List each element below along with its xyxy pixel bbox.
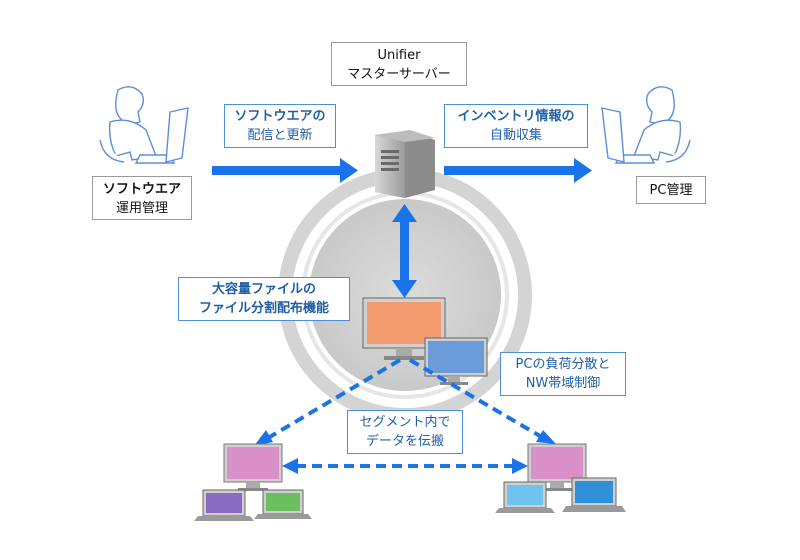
admin-label-line1: ソフトウエア [102, 182, 181, 197]
dashed-arrow-right [408, 358, 556, 444]
inventory-arrow [444, 158, 592, 183]
monitor-icon [527, 443, 587, 491]
distribution-label-line2: 配信と更新 [247, 128, 313, 143]
server-pc-arrow [392, 204, 417, 298]
monitor-icon [223, 443, 283, 491]
inventory-label-line1: インベントリ情報の [457, 109, 575, 124]
admin-label-line2: 運用管理 [115, 201, 168, 216]
server-label-line1: Unifier [377, 48, 421, 63]
inventory-label: インベントリ情報の 自動収集 [444, 104, 588, 148]
distribution-label: ソフトウエアの 配信と更新 [224, 104, 336, 148]
inventory-label-line2: 自動収集 [489, 128, 542, 143]
distribution-arrow [212, 158, 358, 183]
server-label-line2: マスターサーバー [347, 67, 451, 82]
dashed-arrow-left [254, 358, 402, 446]
admin-label: ソフトウエア 運用管理 [92, 176, 192, 220]
large-file-label: 大容量ファイルの ファイル分割配布機能 [178, 277, 350, 321]
load-balance-label: PCの負荷分散と NW帯域制御 [500, 352, 626, 396]
load-balance-label-line1: PCの負荷分散と [515, 357, 611, 372]
pc-admin-label-text: PC管理 [649, 183, 693, 198]
segment-label-line2: データを伝搬 [365, 434, 444, 449]
dashed-arrow-horizontal [282, 458, 528, 474]
laptop-icon [495, 481, 555, 513]
laptop-icon [194, 489, 254, 521]
server-tower-icon [375, 130, 435, 198]
monitor-icon [362, 297, 446, 360]
laptop-icon [254, 489, 312, 519]
large-file-label-line2: ファイル分割配布機能 [198, 301, 329, 316]
laptop-icon [562, 477, 626, 512]
distribution-label-line1: ソフトウエアの [234, 109, 326, 124]
pc-admin-label: PC管理 [636, 176, 706, 204]
person-at-laptop-icon [99, 86, 189, 164]
load-balance-label-line2: NW帯域制御 [525, 376, 601, 391]
large-file-label-line1: 大容量ファイルの [211, 282, 316, 297]
person-at-laptop-icon [601, 86, 691, 164]
segment-label-line1: セグメント内で [359, 415, 451, 430]
segment-label: セグメント内で データを伝搬 [347, 410, 463, 454]
server-label: Unifier マスターサーバー [331, 42, 467, 86]
